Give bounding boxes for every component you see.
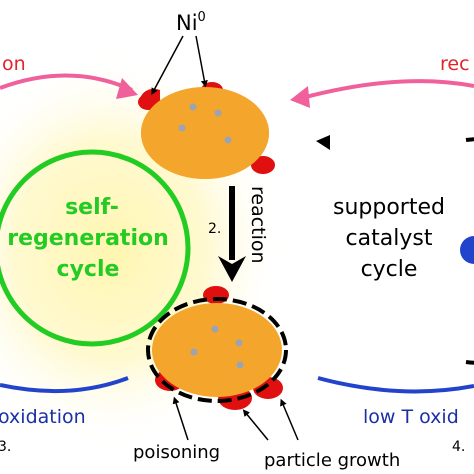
supported-cycle-arrowhead [316,135,330,150]
oxidation-label-right: low T oxid [363,406,459,428]
poisoning-coating [146,297,288,403]
reduction-arrow-left [0,73,133,92]
oxidation-arc-left [0,376,129,394]
self-regeneration-line-3: cycle [57,257,120,282]
self-regeneration-line-1: self- [65,195,119,220]
supported-cycle-line-2: catalyst [346,226,433,251]
ni0-label: Ni0 [176,10,206,35]
poisoning-pointer [172,396,189,441]
reaction-arrowhead [218,256,246,282]
particle-growth-label: particle growth [264,450,400,471]
step-3-label: 3. [0,439,11,455]
blue-partial-circle [460,236,474,264]
particle-growth-pointer-right [280,398,299,441]
reaction-label: reaction [247,186,269,264]
reduction-arrowhead-right [290,86,310,108]
supported-cycle-line-3: cycle [361,257,418,282]
ni0-pointer-left [151,35,184,96]
oxidation-label-left: oxidation [0,406,86,428]
catalyst-particle-top [138,82,275,179]
self-regeneration-cycle-ring [0,149,191,347]
step-2-label: 2. [208,221,221,237]
reduction-label-left: on [2,53,26,75]
oxidation-arc-right [317,376,474,394]
self-regeneration-line-2: regeneration [7,226,169,251]
reduction-label-right: rec [440,53,470,75]
reduction-arrowhead-left [116,78,138,99]
ni0-pointer-right [195,35,208,88]
poisoning-label: poisoning [133,442,220,463]
particle-growth-pointer-left [242,409,269,441]
reduction-arrow-right [301,79,474,100]
step-4-label: 4. [452,439,465,455]
catalyst-particle-bottom [146,286,288,410]
supported-cycle-line-1: supported [333,195,445,220]
